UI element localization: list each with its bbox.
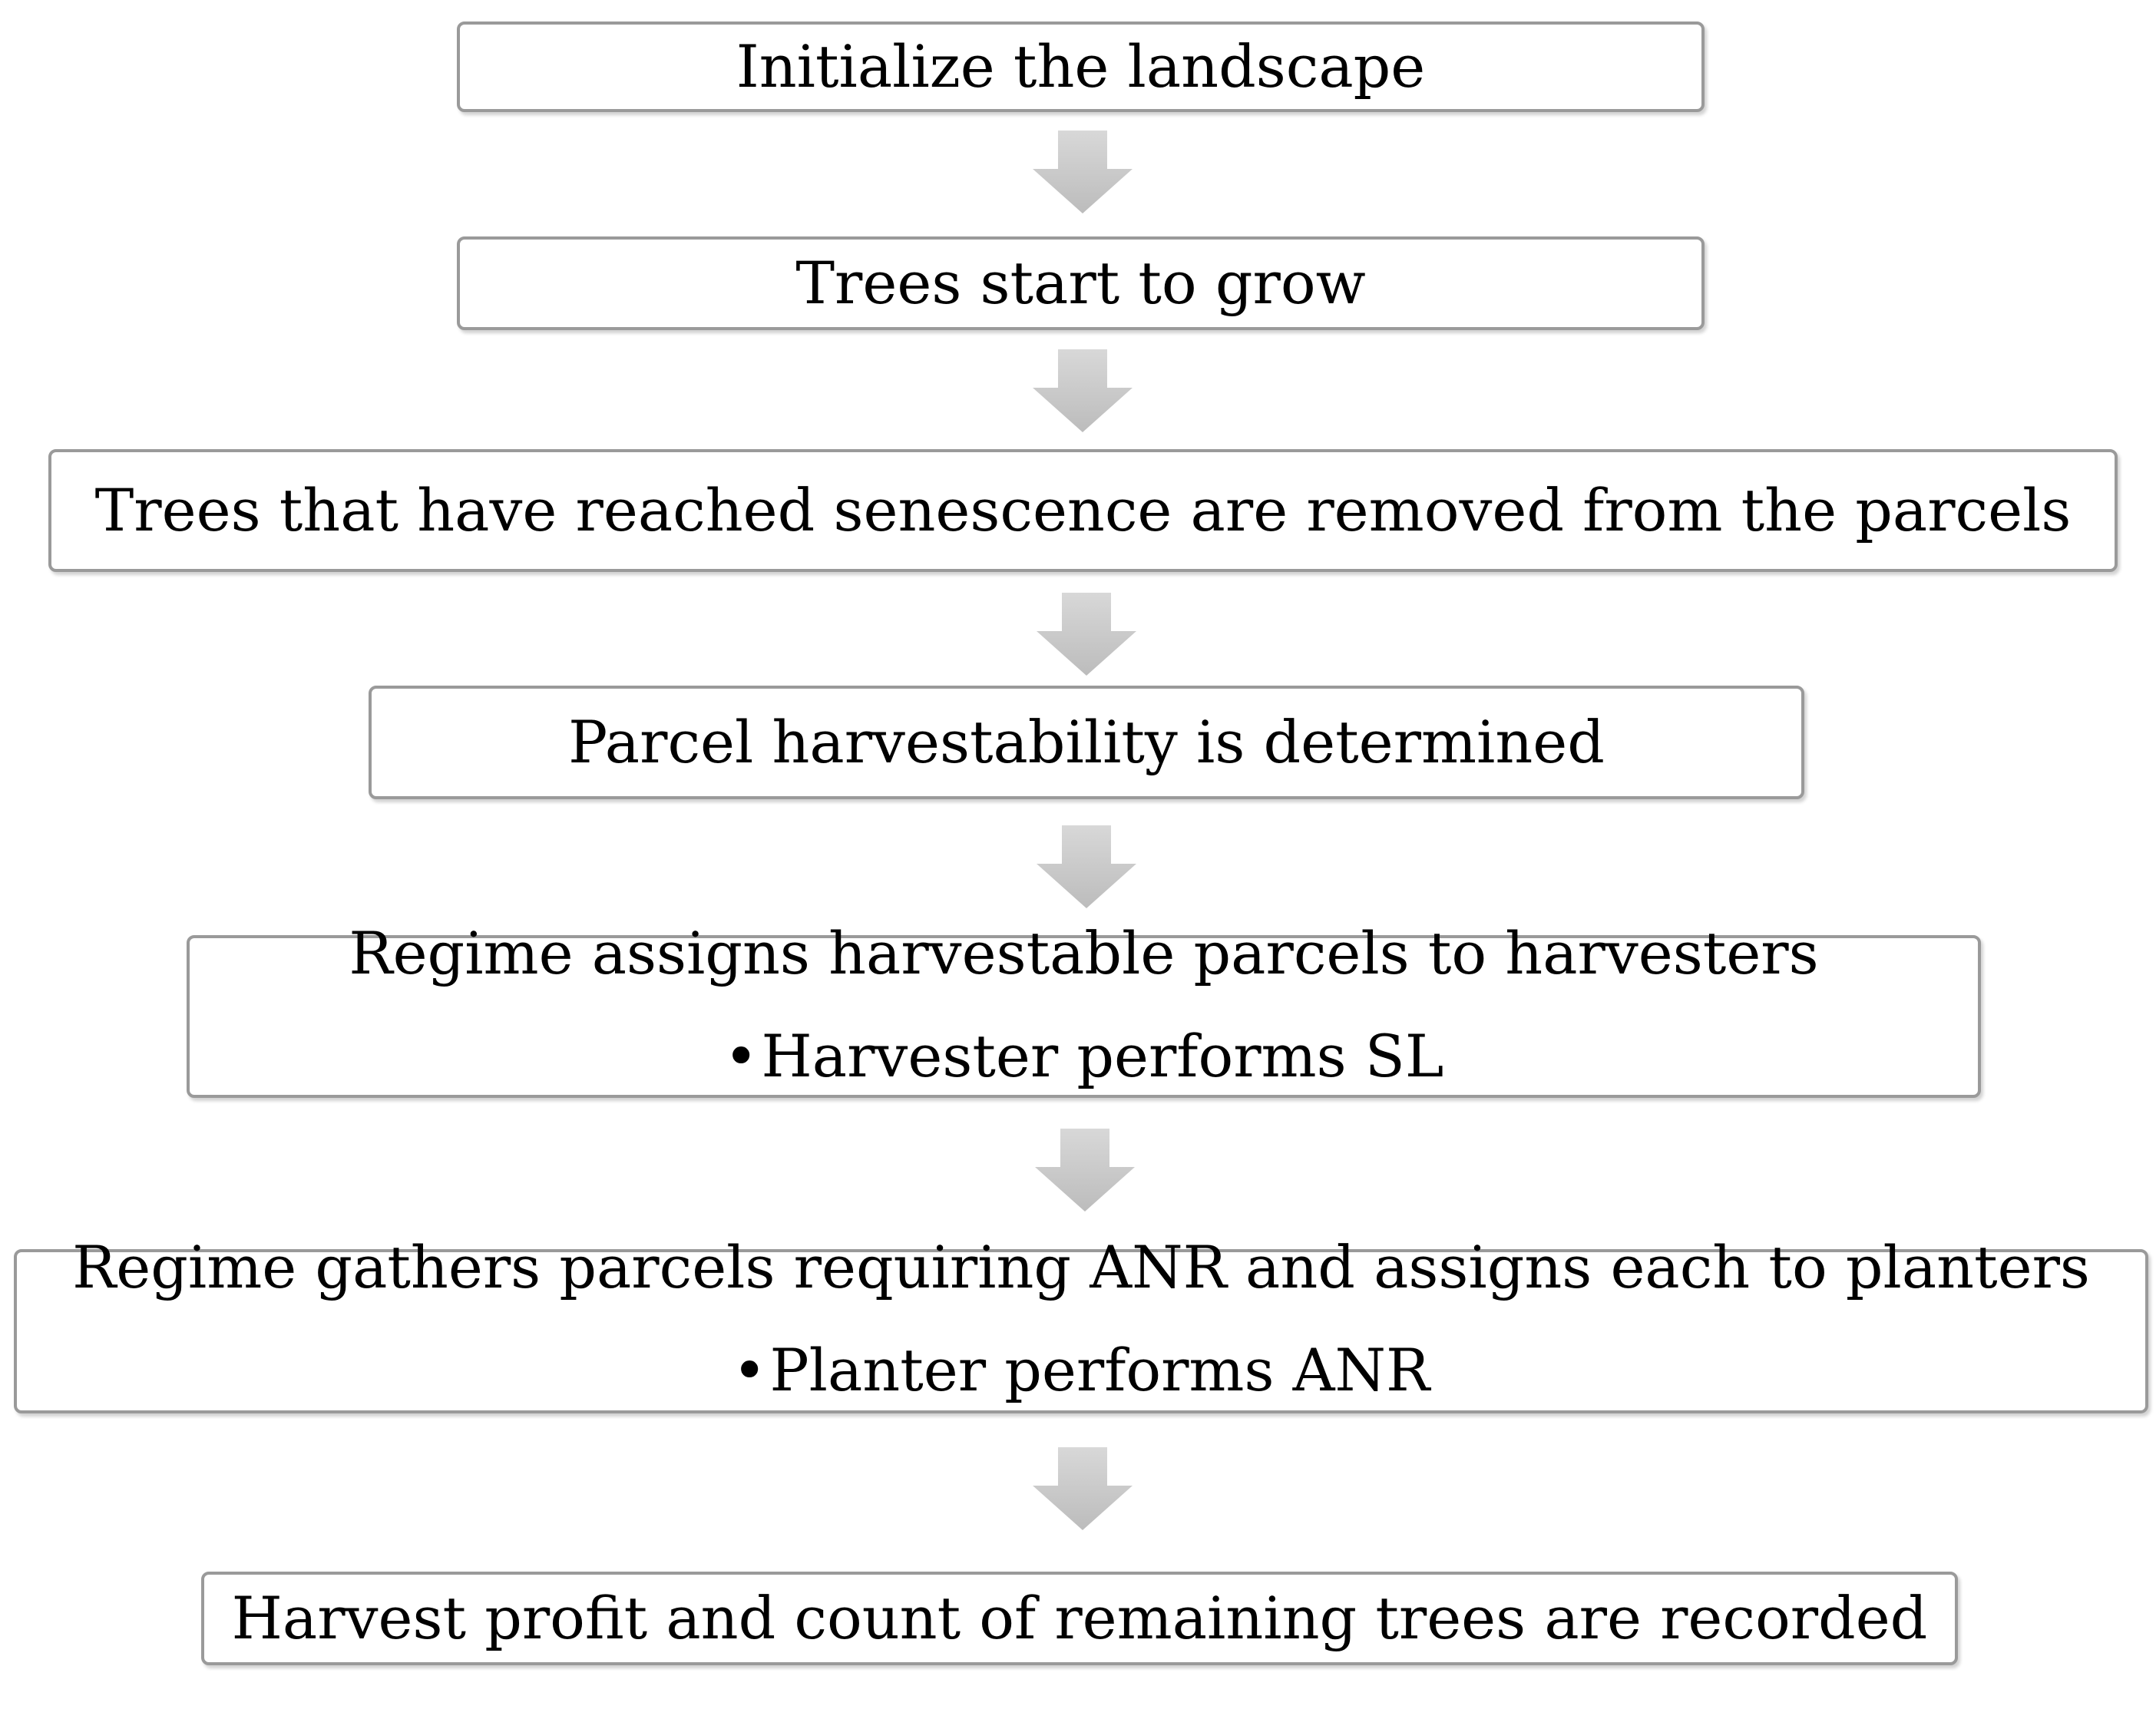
step-assign-planters: Regime gathers parcels requiring ANR and…: [14, 1238, 2148, 1413]
step-initialize-landscape: Initialize the landscape: [457, 21, 1705, 112]
step-bullet: •Harvester performs SL: [724, 1027, 1444, 1086]
down-arrow-icon: [1037, 593, 1136, 676]
step-label: Trees that have reached senescence are r…: [94, 476, 2072, 544]
step-label: Parcel harvestability is determined: [568, 708, 1605, 776]
step-bullet: •Planter performs ANR: [732, 1341, 1430, 1400]
step-bullet-label: Harvester performs SL: [761, 1022, 1444, 1090]
down-arrow-icon: [1033, 131, 1133, 213]
bullet-icon: •: [732, 1336, 767, 1404]
down-arrow-icon: [1033, 349, 1133, 432]
step-harvestability: Parcel harvestability is determined: [369, 686, 1804, 799]
step-record-results: Harvest profit and count of remaining tr…: [201, 1572, 1958, 1665]
step-assign-harvesters: Regime assigns harvestable parcels to ha…: [187, 924, 1981, 1098]
step-label: Trees start to grow: [795, 249, 1366, 317]
step-label: Harvest profit and count of remaining tr…: [231, 1584, 1928, 1652]
down-arrow-icon: [1037, 825, 1136, 908]
step-label: Regime gathers parcels requiring ANR and…: [72, 1233, 2090, 1301]
bullet-icon: •: [723, 1022, 759, 1090]
step-label: Initialize the landscape: [736, 32, 1426, 101]
step-trees-grow: Trees start to grow: [457, 236, 1705, 330]
step-senescence-removal: Trees that have reached senescence are r…: [48, 449, 2118, 572]
step-label: Regime assigns harvestable parcels to ha…: [349, 919, 1819, 987]
step-bullet-label: Planter performs ANR: [769, 1336, 1430, 1404]
down-arrow-icon: [1033, 1447, 1133, 1530]
down-arrow-icon: [1035, 1129, 1135, 1212]
